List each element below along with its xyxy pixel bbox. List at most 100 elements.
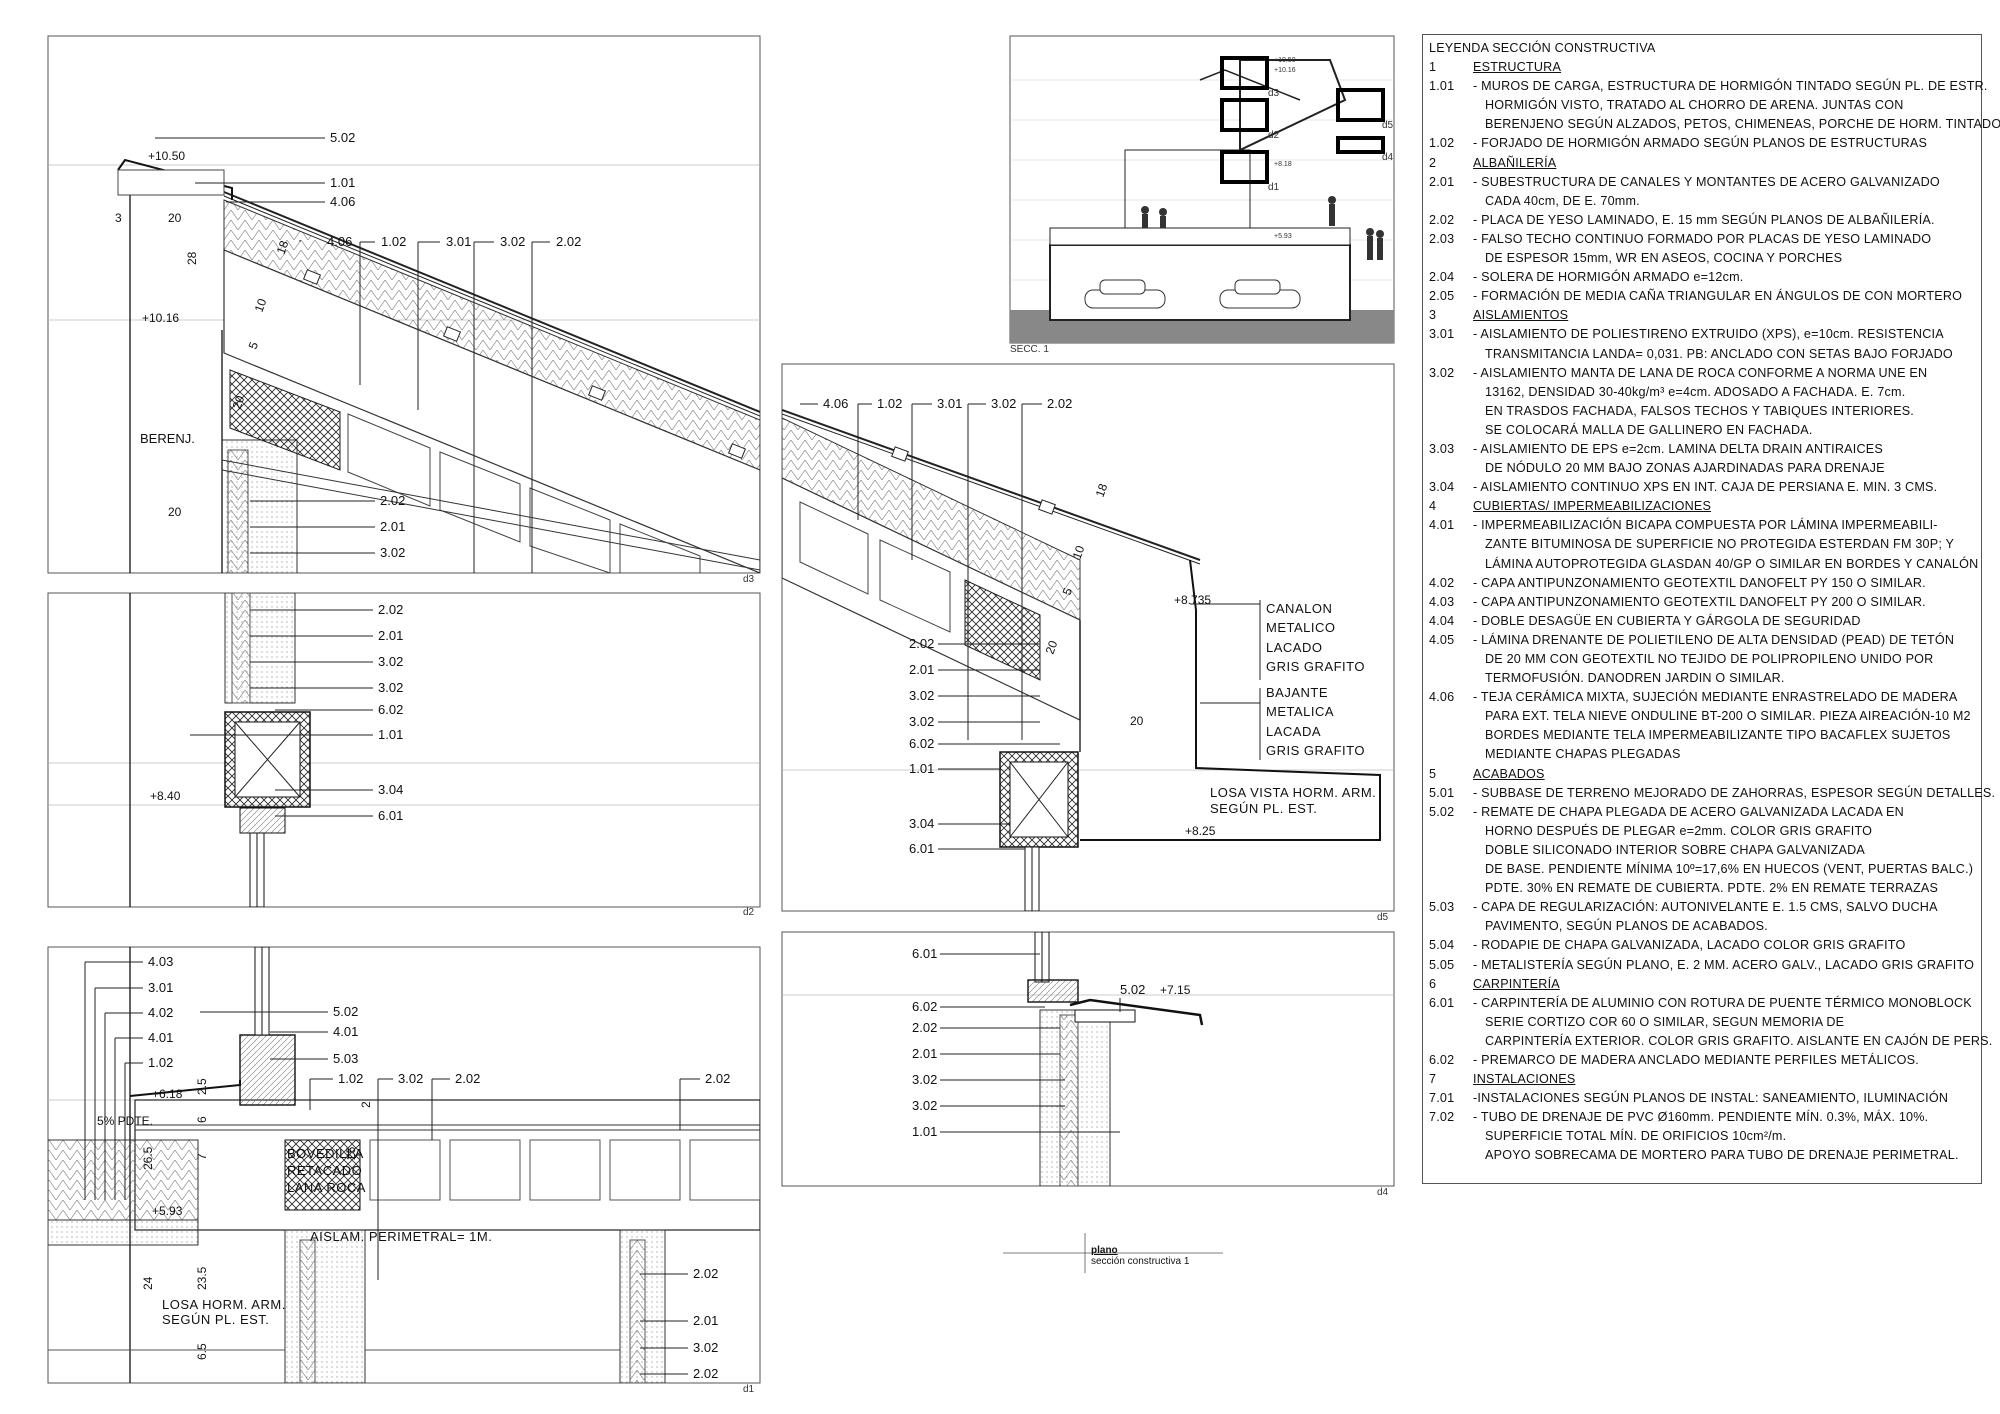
callout-label: 2.01 <box>909 662 934 677</box>
legend-text: INSTALACIONES <box>1473 1072 1576 1087</box>
marker-label: d2 <box>1268 130 1280 141</box>
legend-item: PDTE. 30% EN REMATE DE CUBIERTA. PDTE. 2… <box>1429 879 1975 898</box>
legend-text: ALBAÑILERÍA <box>1473 155 1557 170</box>
detail-d4: d4 +7.15 5.02 6.01 6.02 2.02 2.01 3.02 3… <box>781 931 1395 1198</box>
callout-label: 3.02 <box>380 545 405 560</box>
legend-text: - CAPA DE REGULARIZACIÓN: AUTONIVELANTE … <box>1473 900 1938 915</box>
callout-group: 2.02 2.01 3.02 3.02 6.02 1.01 3.04 6.01 <box>909 636 1060 856</box>
callout-label: 1.02 <box>877 396 902 411</box>
material-note: METALICA <box>1266 704 1334 719</box>
legend-text: DOBLE SILICONADO INTERIOR SOBRE CHAPA GA… <box>1485 842 1865 857</box>
callout-label: 2.02 <box>1047 396 1072 411</box>
dimension-label: 25 <box>344 1146 358 1160</box>
legend-item: TERMOFUSIÓN. DANODREN JARDIN O SIMILAR. <box>1429 669 1975 688</box>
legend-text: CUBIERTAS/ IMPERMEABILIZACIONES <box>1473 499 1712 514</box>
legend-text: - CAPA ANTIPUNZONAMIENTO GEOTEXTIL DANOF… <box>1473 575 1926 590</box>
title-block: plano sección constructiva 1 <box>1003 1245 1223 1275</box>
legend-item: DE ESPESOR 15mm, WR EN ASEOS, COCINA Y P… <box>1429 249 1975 268</box>
legend-item: 5.01- SUBBASE DE TERRENO MEJORADO DE ZAH… <box>1429 784 1995 803</box>
legend-text: CARPINTERÍA <box>1473 976 1560 991</box>
legend-item: BERENJENO SEGÚN ALZADOS, PETOS, CHIMENEA… <box>1429 115 2000 134</box>
legend-code: 2.02 <box>1429 212 1455 227</box>
legend-text: SERIE CORTIZO COR 60 O SIMILAR, SEGUN ME… <box>1485 1014 1845 1029</box>
material-note: SEGÚN PL. EST. <box>1210 801 1317 816</box>
legend-code <box>1429 383 1473 402</box>
legend-text: - TEJA CERÁMICA MIXTA, SUJECIÓN MEDIANTE… <box>1473 690 1958 705</box>
legend-code <box>1429 917 1473 936</box>
dimension-label: 6.5 <box>195 1343 209 1360</box>
callout-label: 1.02 <box>381 234 406 249</box>
callout-label: 3.01 <box>148 980 173 995</box>
marker-label: d1 <box>1268 182 1280 193</box>
callout-label: 3.02 <box>909 714 934 729</box>
callout-label: 5.02 <box>330 130 355 145</box>
legend-text: - FORJADO DE HORMIGÓN ARMADO SEGÚN PLANO… <box>1473 136 1928 151</box>
material-note: CANALON <box>1266 601 1332 616</box>
dimension-label: 10 <box>1070 543 1088 561</box>
legend-code: 5.04 <box>1429 938 1455 953</box>
legend-item: 7.01-INSTALACIONES SEGÚN PLANOS DE INSTA… <box>1429 1089 1975 1108</box>
callout-label: 3.02 <box>912 1072 937 1087</box>
legend-code <box>1429 535 1473 554</box>
section-overview: d3 d2 d1 d5 d4 +10.50 +10.16 +8.18 +5.93 <box>1009 35 1395 344</box>
legend-code: 2.01 <box>1429 174 1455 189</box>
marker-label: d5 <box>1382 120 1394 131</box>
material-note: GRIS GRAFITO <box>1266 659 1365 674</box>
legend-code <box>1429 459 1473 478</box>
legend-text: - SOLERA DE HORMIGÓN ARMADO e=12cm. <box>1473 270 1744 285</box>
callout-label: 1.02 <box>338 1071 363 1086</box>
callout-label: 2.02 <box>909 636 934 651</box>
callout-label: 3.04 <box>378 782 403 797</box>
legend-code: 7.02 <box>1429 1110 1455 1125</box>
level-label: +7.15 <box>1160 983 1191 997</box>
legend-item: 3.01- AISLAMIENTO DE POLIESTIRENO EXTRUI… <box>1429 325 1975 344</box>
legend-code: 3.01 <box>1429 327 1455 342</box>
legend-item: 3.02- AISLAMIENTO MANTA DE LANA DE ROCA … <box>1429 364 1975 383</box>
callout-group: 5.02 4.01 5.03 <box>200 1004 358 1066</box>
level-label: +8.18 <box>1274 161 1292 168</box>
legend-code: 4.05 <box>1429 632 1455 647</box>
callout-label: 3.02 <box>991 396 1016 411</box>
plan-title: plano <box>1091 1245 1118 1256</box>
level-label: +8.735 <box>1174 593 1211 607</box>
legend-text: TRANSMITANCIA LANDA= 0,031. PB: ANCLADO … <box>1485 346 1953 361</box>
legend-item: CADA 40cm, DE E. 70mm. <box>1429 192 1975 211</box>
legend-text: APOYO SOBRECAMA DE MORTERO PARA TUBO DE … <box>1485 1148 1959 1163</box>
legend-text: ZANTE BITUMINOSA DE SUPERFICIE NO PROTEG… <box>1485 537 1955 552</box>
legend-code: 1 <box>1429 60 1437 75</box>
callout-label: 5.02 <box>333 1004 358 1019</box>
legend-item: 5.05 - METALISTERÍA SEGÚN PLANO, E. 2 MM.… <box>1429 956 1975 975</box>
detail-d1: d1 +6.18 +5.93 5% PDTE. 2.5 6 7 26.5 24 … <box>47 946 761 1395</box>
legend-text: PARA EXT. TELA NIEVE ONDULINE BT-200 O S… <box>1485 709 1971 724</box>
callout-label: 2.02 <box>693 1266 718 1281</box>
level-label: +8.25 <box>1185 824 1216 838</box>
legend-code: 2.03 <box>1429 231 1455 246</box>
legend-item: HORNO DESPUÉS DE PLEGAR e=2mm. COLOR GRI… <box>1429 822 1975 841</box>
callout-group: 4.03 3.01 4.02 4.01 1.02 <box>84 954 173 1200</box>
legend-code <box>1429 822 1473 841</box>
legend-code: 3.02 <box>1429 365 1455 380</box>
legend-code: 5.05 <box>1429 957 1455 972</box>
legend-text: HORMIGÓN VISTO, TRATADO AL CHORRO DE ARE… <box>1485 98 1904 113</box>
callout-group: 5.02 1.01 4.06 <box>155 130 355 209</box>
legend-text: - REMATE DE CHAPA PLEGADA DE ACERO GALVA… <box>1473 804 1904 819</box>
dimension-label: 20 <box>1043 638 1061 656</box>
callout-group: 4.06 1.02 3.01 3.02 2.02 <box>800 396 1072 740</box>
legend-code: 3 <box>1429 308 1437 323</box>
callout-label: 3.01 <box>446 234 471 249</box>
callout-label: 1.01 <box>378 727 403 742</box>
legend-code <box>1429 1032 1473 1051</box>
callout-label: 2.02 <box>705 1071 730 1086</box>
legend-code <box>1429 249 1473 268</box>
callout-label: 4.06 <box>330 194 355 209</box>
dimension-label: 20 <box>230 393 248 411</box>
legend-text: - METALISTERÍA SEGÚN PLANO, E. 2 MM. ACE… <box>1473 957 1975 972</box>
legend-code: 2.05 <box>1429 289 1455 304</box>
legend-code <box>1429 669 1473 688</box>
legend-item: 4.01- IMPERMEABILIZACIÓN BICAPA COMPUEST… <box>1429 516 1975 535</box>
legend-text: - LÁMINA DRENANTE DE POLIETILENO DE ALTA… <box>1473 632 1955 647</box>
dimension-label: 23.5 <box>195 1266 209 1290</box>
callout-label: 2.02 <box>693 1366 718 1381</box>
